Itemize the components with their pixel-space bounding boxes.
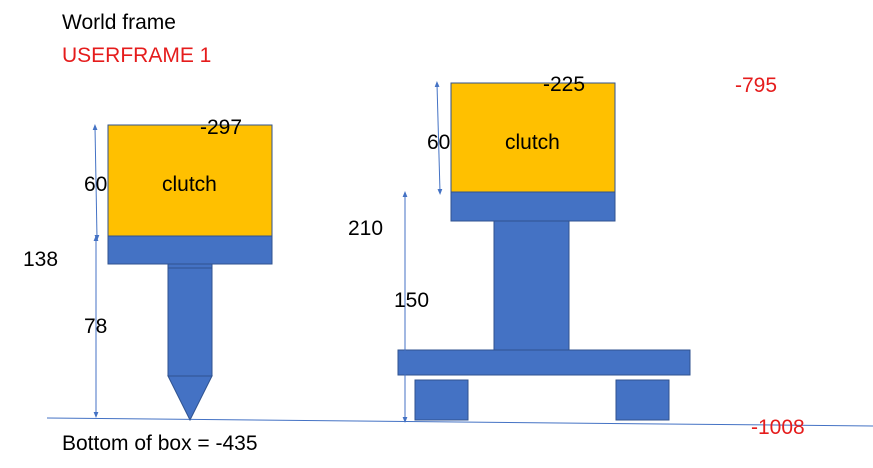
right-dim-clutch xyxy=(434,81,443,195)
left-shaft xyxy=(167,263,213,377)
left-clutch-label: clutch xyxy=(162,173,217,196)
right-stack-height: 210 xyxy=(348,217,383,240)
userframe-bottom-value: -1008 xyxy=(751,416,805,439)
left-shaft-tip xyxy=(167,375,213,422)
right-stand-height: 150 xyxy=(394,289,429,312)
right-top-value: -225 xyxy=(543,73,585,96)
left-total-height: 138 xyxy=(23,248,58,271)
right-foot-left xyxy=(414,379,469,421)
left-dim-clutch xyxy=(92,124,100,241)
right-userframe-top: -795 xyxy=(735,74,777,97)
left-clutch-height: 60 xyxy=(84,173,107,196)
ground-line xyxy=(46,417,873,427)
right-foot-right xyxy=(615,379,670,421)
bottom-of-box-label: Bottom of box = -435 xyxy=(62,432,258,455)
right-column xyxy=(493,220,570,351)
left-shaft-height: 78 xyxy=(84,315,107,338)
right-base-beam xyxy=(397,349,691,376)
userframe-label: USERFRAME 1 xyxy=(62,44,211,67)
world-frame-label: World frame xyxy=(62,11,176,34)
right-clutch-label: clutch xyxy=(505,131,560,154)
right-top-plate xyxy=(450,191,616,222)
left-base-plate xyxy=(107,235,273,265)
right-clutch-height: 60 xyxy=(427,131,450,154)
left-top-value: -297 xyxy=(200,116,242,139)
